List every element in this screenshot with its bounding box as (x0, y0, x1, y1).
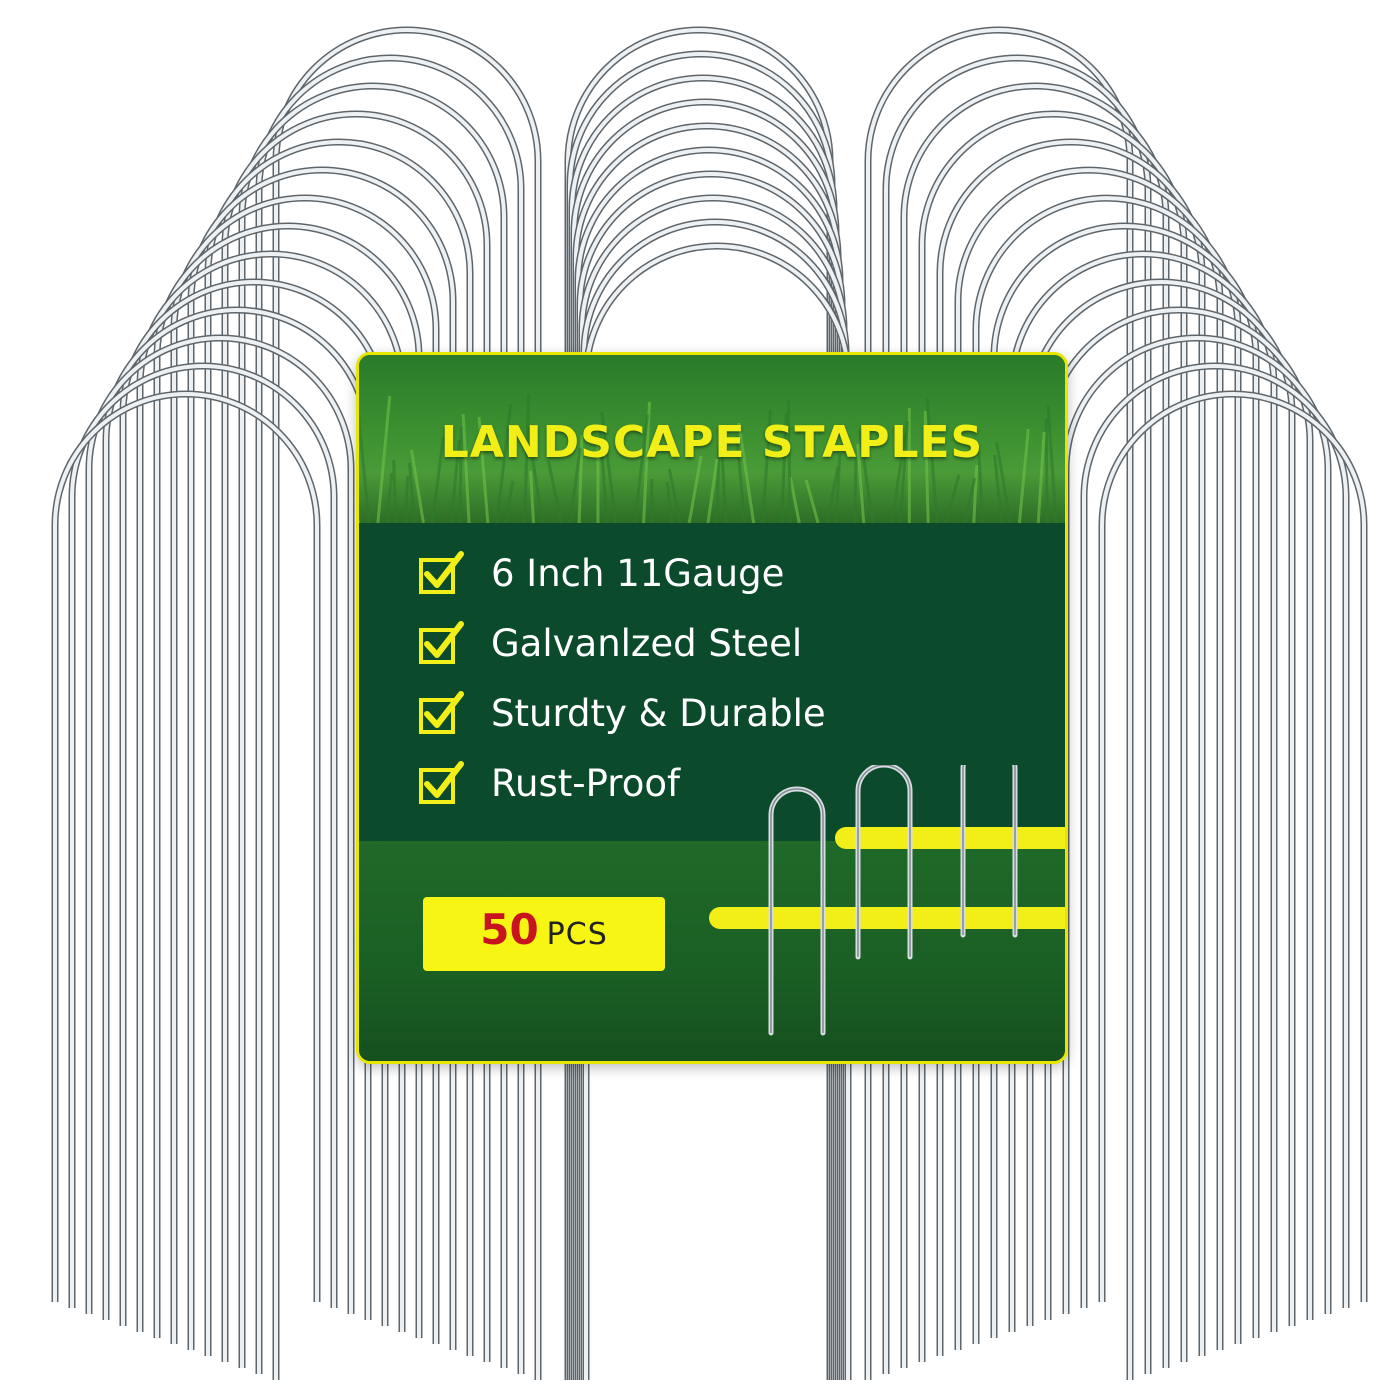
checkbox-checked-icon (419, 761, 464, 804)
staple-icon (51, 390, 321, 1302)
quantity-unit: PCS (546, 917, 608, 952)
staple-icon (574, 146, 844, 1380)
checkbox-checked-icon (419, 621, 464, 664)
quantity-badge: 50 PCS (423, 897, 665, 971)
feature-label: Galvanlzed Steel (491, 621, 803, 665)
ground-layer-line (835, 827, 1065, 849)
feature-item: Sturdty & Durable (417, 687, 826, 739)
feature-item: Galvanlzed Steel (417, 617, 802, 669)
staple-icon (582, 242, 852, 1380)
quantity-count: 50 (480, 905, 539, 954)
staple-icon (564, 26, 834, 1380)
ground-layer-line (709, 907, 1065, 929)
checkbox-checked-icon (419, 551, 464, 594)
staple-icon (578, 194, 848, 1380)
staple-icon (566, 50, 836, 1380)
grass-header: LANDSCAPE STAPLES (359, 355, 1065, 523)
grass-texture-image (359, 393, 1058, 523)
staple-icon (572, 122, 842, 1380)
product-info-card: LANDSCAPE STAPLES 6 Inch 11Gauge Galvanl… (356, 352, 1068, 1064)
staples-in-ground-illustration (709, 765, 1065, 1036)
staple-icon (568, 74, 838, 1380)
feature-label: Sturdty & Durable (491, 691, 826, 735)
features-panel (359, 523, 1065, 841)
checkbox-checked-icon (419, 691, 464, 734)
staple-icon (576, 170, 846, 1380)
product-title: LANDSCAPE STAPLES (440, 417, 984, 468)
feature-label: Rust-Proof (491, 761, 680, 805)
staple-icon (580, 218, 850, 1380)
feature-item: 6 Inch 11Gauge (417, 547, 784, 599)
feature-label: 6 Inch 11Gauge (491, 551, 785, 595)
staple-icon (68, 362, 338, 1308)
staple-icon (1098, 390, 1368, 1302)
feature-item: Rust-Proof (417, 757, 680, 809)
staple-icon (570, 98, 840, 1380)
